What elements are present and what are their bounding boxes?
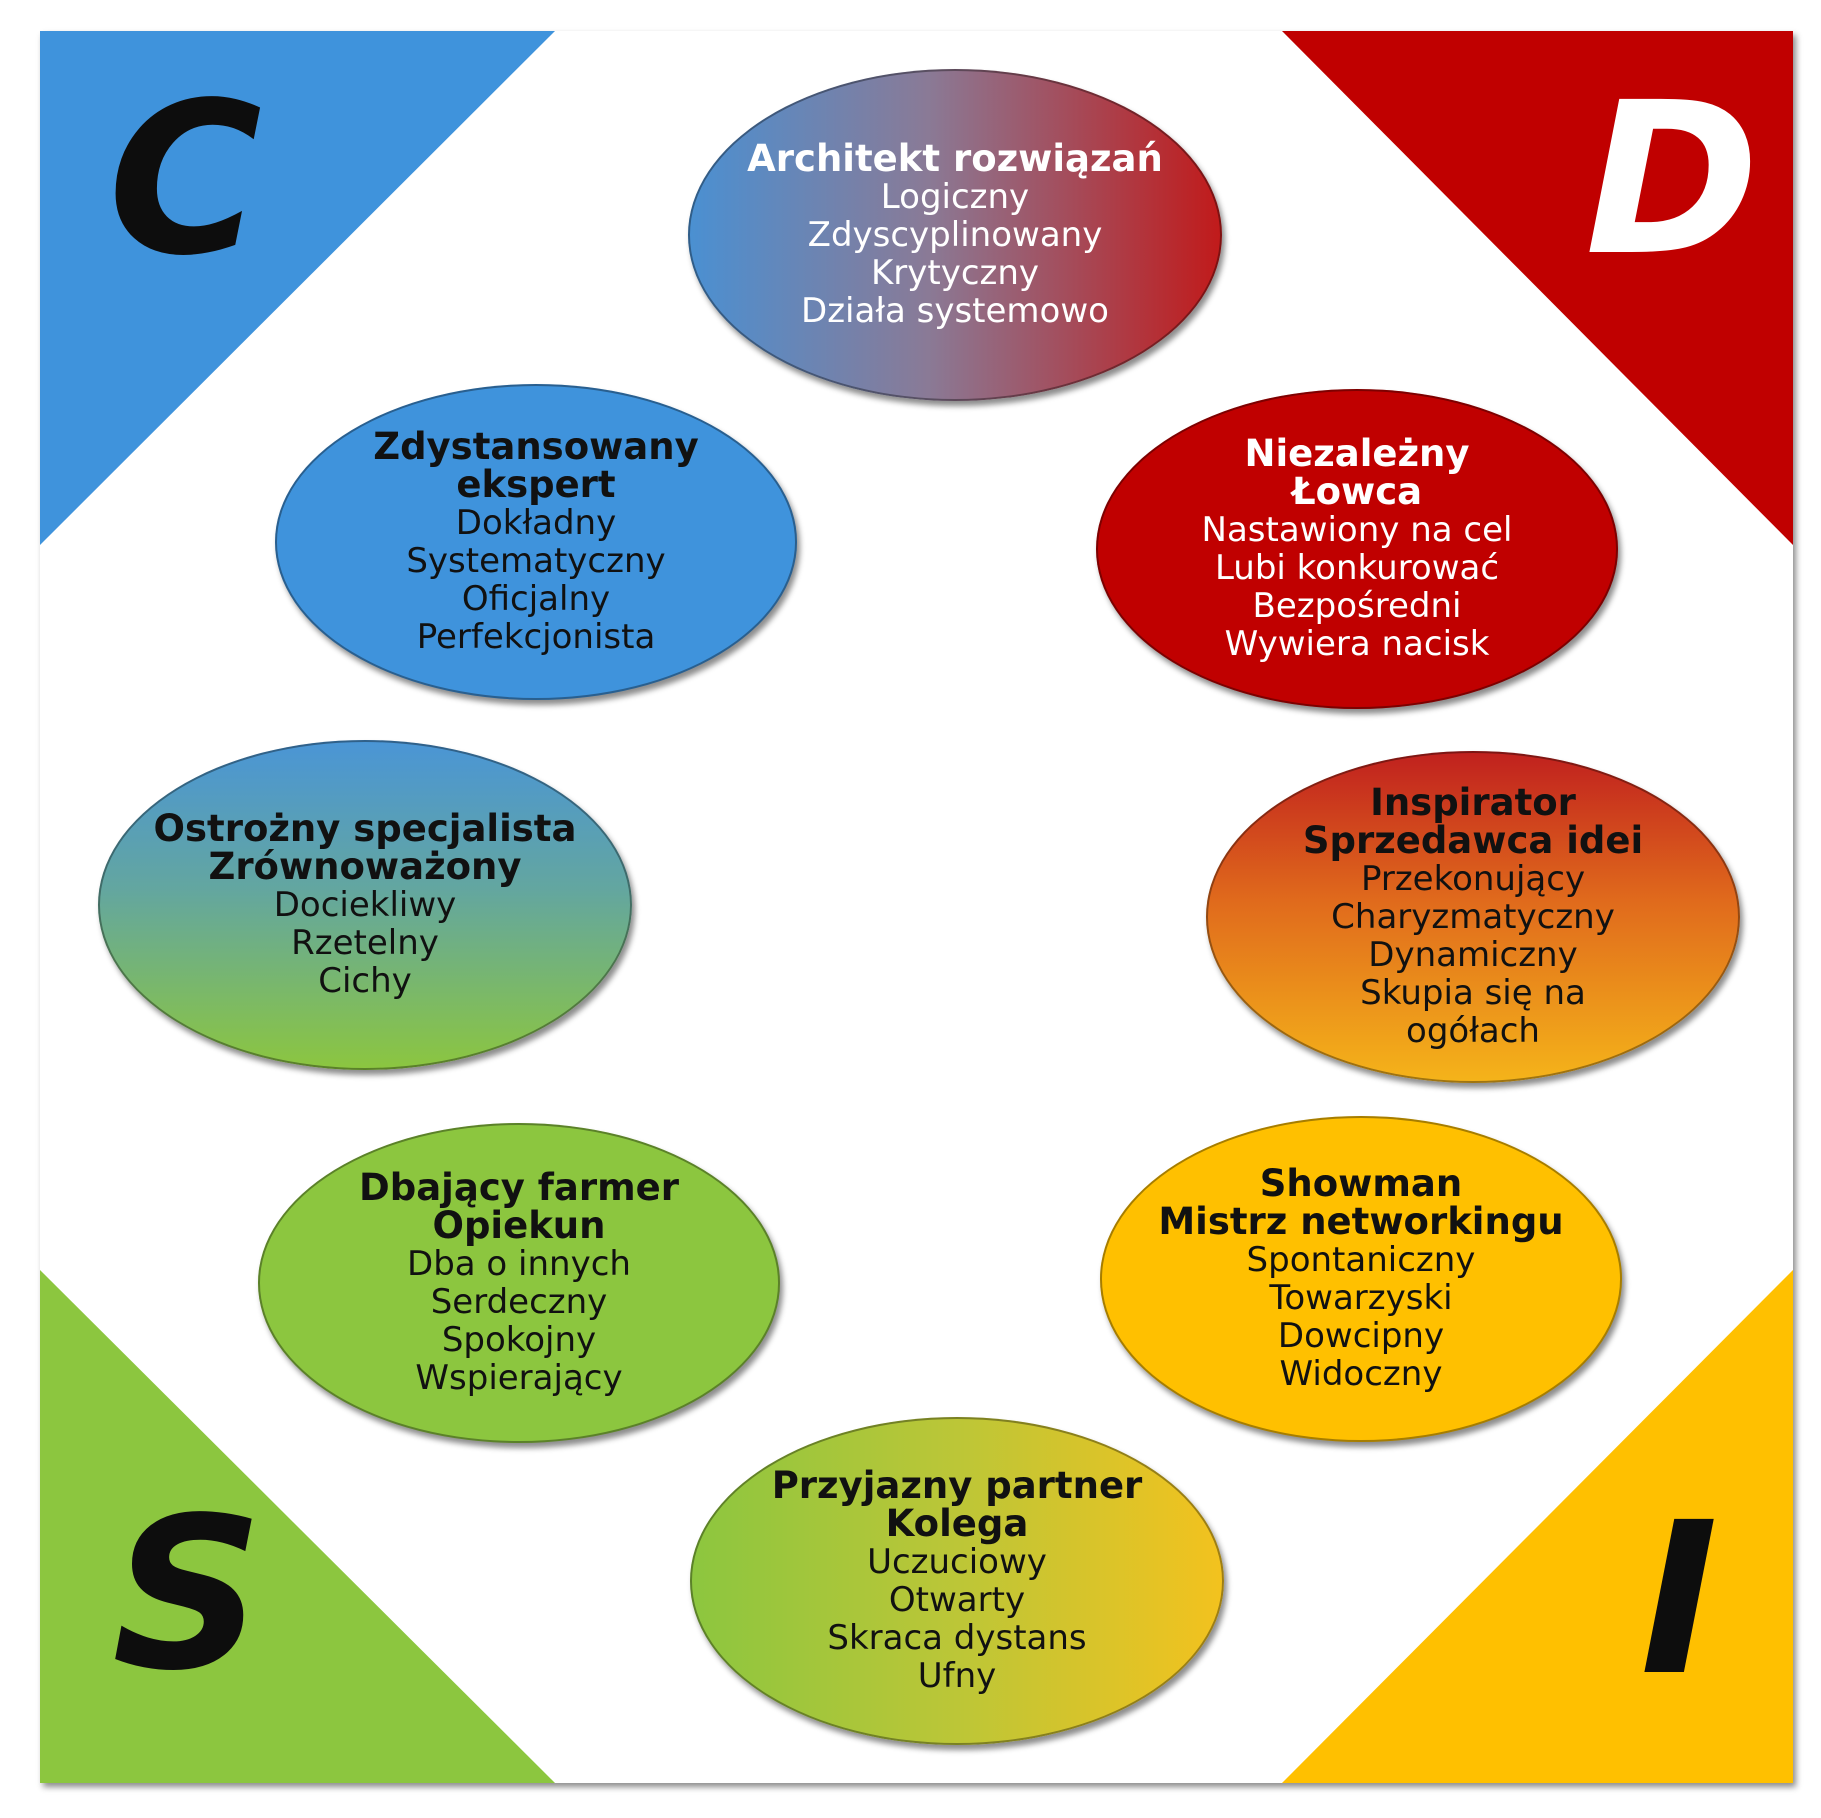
corner-triangle-s <box>40 1270 555 1783</box>
ellipse-title: Architekt rozwiązań <box>747 137 1163 180</box>
ellipse-przyjazny-partner: Przyjazny partner Kolega Uczuciowy Otwar… <box>690 1417 1224 1745</box>
corner-triangle-c <box>40 31 555 545</box>
ellipse-trait: Rzetelny <box>291 923 439 963</box>
ellipse-title: Inspirator <box>1370 781 1576 824</box>
ellipse-trait: Perfekcjonista <box>416 617 656 657</box>
ellipse-trait: Wspierający <box>415 1358 623 1398</box>
ellipse-title: Niezależny <box>1244 432 1470 475</box>
ellipse-trait: Dynamiczny <box>1368 935 1578 975</box>
ellipse-trait: Spokojny <box>441 1320 597 1360</box>
ellipse-trait: Dba o innych <box>407 1244 631 1284</box>
ellipse-trait: Logiczny <box>880 177 1030 217</box>
ellipse-trait: Towarzyski <box>1269 1278 1453 1318</box>
ellipse-title: Dbający farmer <box>359 1166 679 1209</box>
ellipse-trait: ogółach <box>1406 1011 1540 1051</box>
corner-letter-d: D <box>1585 57 1760 302</box>
ellipse-title: Kolega <box>885 1502 1029 1545</box>
ellipse-title: Sprzedawca idei <box>1302 819 1644 862</box>
corner-triangle-i <box>1282 1270 1793 1783</box>
ellipse-dbajacy-farmer: Dbający farmer Opiekun Dba o innych Serd… <box>258 1123 780 1443</box>
corner-letter-i: I <box>1640 1477 1719 1722</box>
ellipse-trait: Uczuciowy <box>867 1542 1047 1582</box>
ellipse-title: Showman <box>1259 1162 1463 1205</box>
ellipse-trait: Dociekliwy <box>273 885 457 925</box>
ellipse-title: Ostrożny specjalista <box>153 807 577 850</box>
ellipse-trait: Nastawiony na cel <box>1201 510 1513 550</box>
ellipse-trait: Krytyczny <box>870 253 1040 293</box>
ellipse-trait: Systematyczny <box>406 541 666 581</box>
corner-letter-c: C <box>108 57 263 302</box>
ellipse-title: Przyjazny partner <box>771 1464 1143 1507</box>
ellipse-title: Opiekun <box>432 1204 606 1247</box>
corner-triangle-d <box>1282 31 1793 545</box>
ellipse-title: Łowca <box>1291 470 1423 513</box>
ellipse-inspirator: Inspirator Sprzedawca idei Przekonujący … <box>1206 751 1740 1083</box>
ellipse-trait: Oficjalny <box>461 579 611 619</box>
ellipse-architekt: Architekt rozwiązań Logiczny Zdyscyplino… <box>688 69 1222 401</box>
ellipse-trait: Skupia się na <box>1360 973 1586 1013</box>
ellipse-trait: Działa systemowo <box>801 291 1109 331</box>
ellipse-niezalezny-lowca: Niezależny Łowca Nastawiony na cel Lubi … <box>1096 389 1618 709</box>
ellipse-title: Zdystansowany <box>373 425 699 468</box>
ellipse-trait: Widoczny <box>1279 1354 1443 1394</box>
ellipse-trait: Dokładny <box>455 503 617 543</box>
ellipse-title: Mistrz networkingu <box>1158 1200 1564 1243</box>
ellipse-trait: Zdyscyplinowany <box>807 215 1103 255</box>
ellipse-title: ekspert <box>456 463 616 506</box>
ellipse-trait: Lubi konkurować <box>1214 548 1500 588</box>
ellipse-ostrozny-specjalista: Ostrożny specjalista Zrównoważony Dociek… <box>98 740 632 1070</box>
ellipse-title: Zrównoważony <box>208 845 522 888</box>
ellipse-trait: Serdeczny <box>430 1282 608 1322</box>
ellipse-trait: Otwarty <box>888 1580 1026 1620</box>
corner-letter-s: S <box>112 1472 264 1717</box>
ellipse-trait: Skraca dystans <box>827 1618 1087 1658</box>
ellipse-trait: Bezpośredni <box>1252 586 1462 626</box>
ellipse-trait: Cichy <box>318 961 412 1001</box>
ellipse-trait: Dowcipny <box>1277 1316 1445 1356</box>
ellipse-trait: Charyzmatyczny <box>1331 897 1615 937</box>
ellipse-trait: Ufny <box>917 1656 997 1696</box>
ellipse-trait: Przekonujący <box>1360 859 1586 899</box>
ellipse-zdystansowany-ekspert: Zdystansowany ekspert Dokładny Systematy… <box>275 384 797 700</box>
ellipse-trait: Wywiera nacisk <box>1224 624 1490 664</box>
ellipse-trait: Spontaniczny <box>1246 1240 1476 1280</box>
ellipse-showman: Showman Mistrz networkingu Spontaniczny … <box>1100 1116 1622 1442</box>
